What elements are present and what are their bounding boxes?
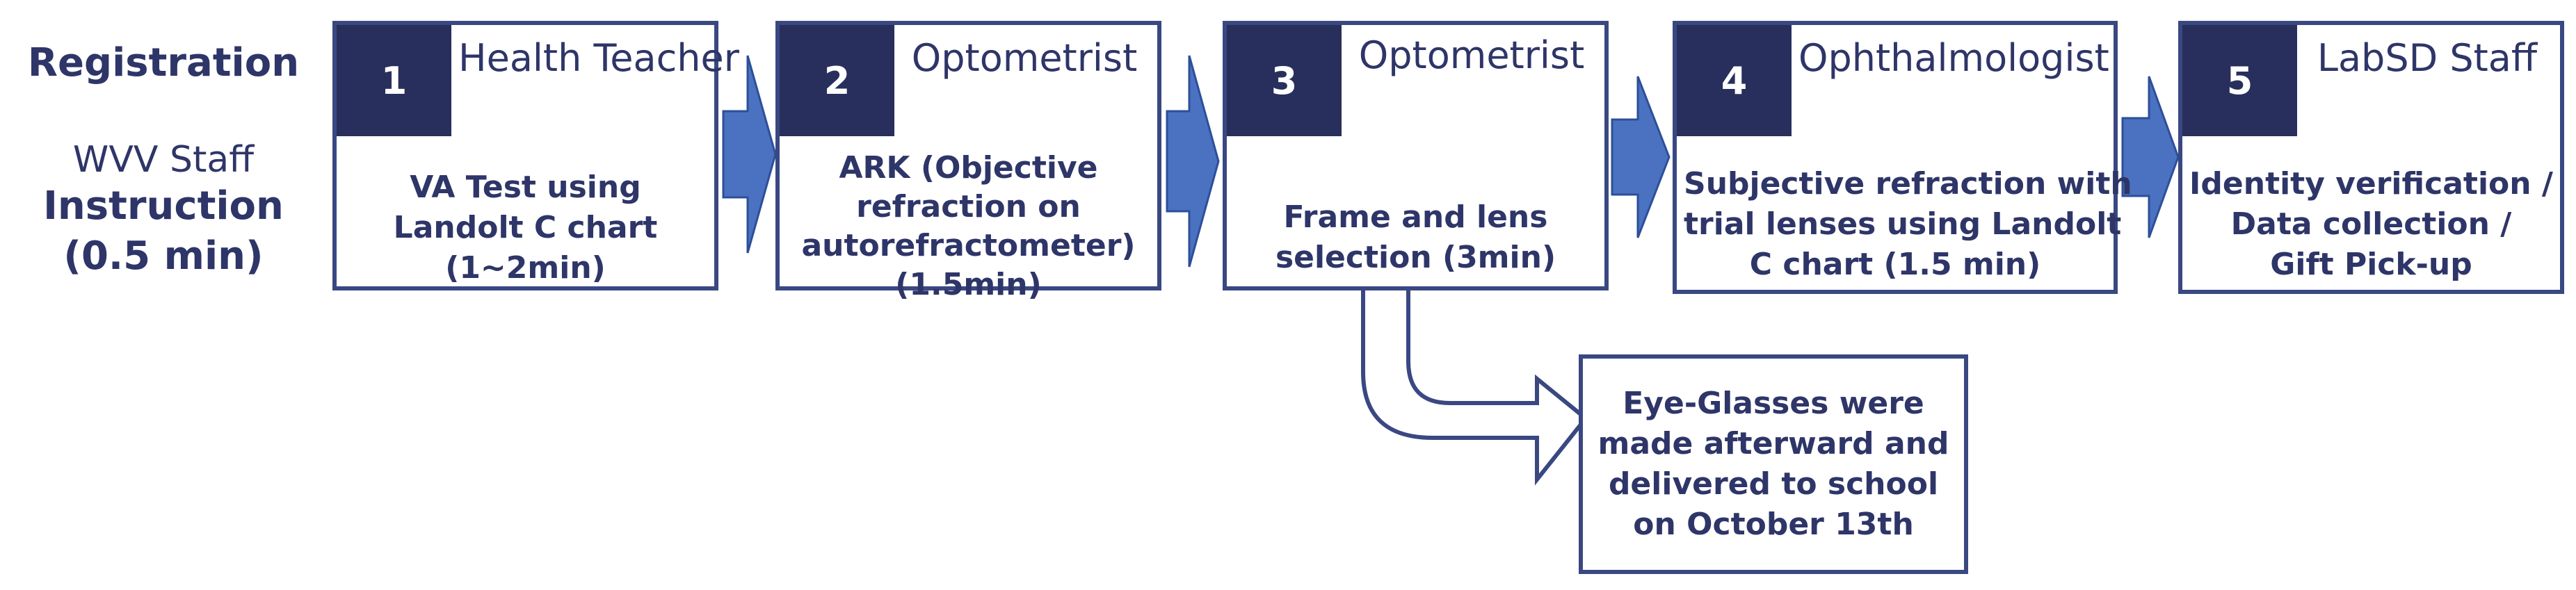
step-5-desc-line: Identity verification /: [2189, 166, 2553, 202]
outcome-desc-line: made afterward and: [1597, 426, 1949, 461]
branch-arrow-3-outcome: [1361, 286, 1589, 486]
step-4-role: Ophthalmologist: [1798, 36, 2109, 80]
step-1-description: VA Test using Landolt C chart (1~2min): [344, 167, 707, 288]
outcome-desc-line: on October 13th: [1633, 507, 1914, 542]
step-5-number: 5: [2182, 25, 2297, 136]
step-3-desc-line: Frame and lens: [1283, 199, 1548, 235]
flow-arrow-3-4: [1611, 76, 1671, 238]
outcome-description: Eye-Glasses were made afterward and deli…: [1598, 384, 1949, 545]
step-3-box: 3 Optometrist Frame and lens selection (…: [1223, 21, 1609, 290]
step-1-desc-line: (1~2min): [445, 250, 606, 286]
step-5-box: 5 LabSD Staff Identity verification / Da…: [2178, 21, 2564, 294]
registration-time: (0.5 min): [63, 233, 264, 279]
step-2-number: 2: [780, 25, 894, 136]
step-5-desc-line: Gift Pick-up: [2270, 247, 2472, 282]
step-2-desc-line: autorefractometer): [801, 228, 1136, 263]
step-2-box: 2 Optometrist ARK (Objective refraction …: [775, 21, 1161, 302]
step-5-role: LabSD Staff: [2317, 36, 2538, 80]
registration-title: Registration: [27, 40, 300, 85]
step-2-desc-line: ARK (Objective: [839, 150, 1098, 186]
step-3-desc-line: selection (3min): [1275, 240, 1556, 275]
step-1-number: 1: [337, 25, 451, 136]
step-2-role: Optometrist: [911, 36, 1138, 80]
registration-staff: WVV Staff: [72, 139, 255, 181]
step-3-role: Optometrist: [1358, 33, 1585, 77]
step-1-desc-line: Landolt C chart: [393, 210, 658, 245]
step-1-box: 1 Health Teacher VA Test using Landolt C…: [332, 21, 739, 290]
flow-arrow-4-5: [2121, 76, 2180, 238]
step-5-desc-line: Data collection /: [2230, 206, 2512, 242]
step-4-desc-line: trial lenses using Landolt: [1684, 206, 2122, 242]
step-4-desc-line: Subjective refraction with: [1684, 166, 2132, 202]
step-4-number: 4: [1677, 25, 1792, 136]
step-4-box: 4 Ophthalmologist Subjective refraction …: [1673, 21, 2132, 294]
step-2-desc-line: (1.5min): [895, 267, 1042, 302]
outcome-desc-line: Eye-Glasses were: [1623, 386, 1924, 421]
step-5-description: Identity verification / Data collection …: [2189, 164, 2553, 285]
flow-arrow-1-2: [722, 55, 777, 254]
outcome-box: Eye-Glasses were made afterward and deli…: [1579, 354, 1968, 574]
step-3-number: 3: [1227, 25, 1342, 136]
step-3-description: Frame and lens selection (3min): [1234, 197, 1597, 278]
step-1-role: Health Teacher: [458, 36, 739, 80]
step-2-desc-line: refraction on: [856, 189, 1081, 224]
flow-arrow-2-3: [1166, 55, 1220, 268]
step-2-description: ARK (Objective refraction on autorefract…: [787, 149, 1150, 304]
step-1-desc-line: VA Test using: [410, 170, 641, 205]
outcome-desc-line: delivered to school: [1608, 466, 1939, 502]
step-4-description: Subjective refraction with trial lenses …: [1684, 164, 2132, 285]
step-4-desc-line: C chart (1.5 min): [1749, 247, 2041, 282]
registration-instruction: Instruction: [43, 183, 284, 229]
